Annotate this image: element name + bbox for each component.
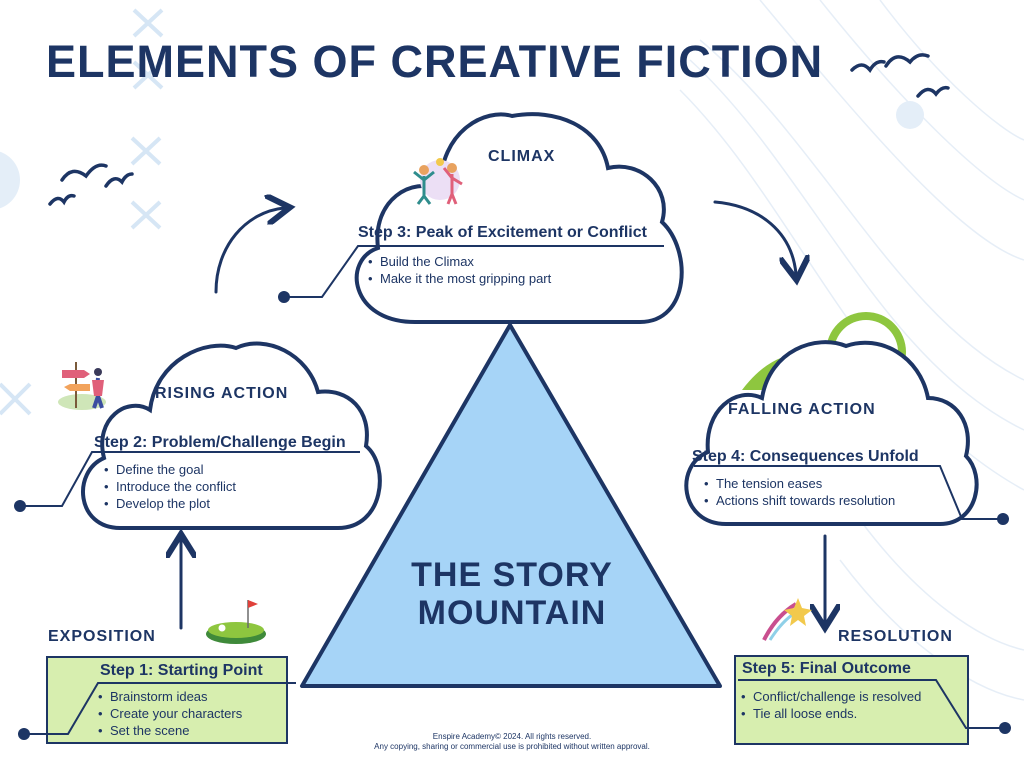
birds-icon — [48, 53, 950, 206]
resolution-bullets: Conflict/challenge is resolved Tie all l… — [741, 688, 921, 722]
falling-action-label: FALLING ACTION — [728, 401, 876, 418]
cross-pattern — [0, 8, 164, 416]
climax-bullet: Build the Climax — [368, 253, 551, 270]
copyright-line: Enspire Academy© 2024. All rights reserv… — [432, 732, 592, 741]
resolution-step-title: Step 5: Final Outcome — [742, 660, 911, 677]
arrow-rising-to-climax — [214, 208, 284, 294]
climax-bullet: Make it the most gripping part — [368, 270, 551, 287]
page-title: ELEMENTS OF CREATIVE FICTION — [46, 36, 824, 87]
climax-label: CLIMAX — [488, 148, 556, 165]
resolution-bullet: Tie all loose ends. — [741, 705, 921, 722]
climax-cloud — [354, 112, 684, 324]
story-mountain-label-line1: THE STORY — [411, 556, 613, 594]
shooting-star-icon — [762, 598, 812, 641]
story-mountain-triangle — [300, 323, 722, 688]
exposition-bullet: Brainstorm ideas — [98, 688, 242, 705]
story-mountain-label-line2: MOUNTAIN — [417, 594, 607, 632]
exposition-step-title: Step 1: Starting Point — [100, 662, 263, 679]
falling-action-step-title: Step 4: Consequences Unfold — [692, 448, 919, 465]
rising-action-step-title: Step 2: Problem/Challenge Begin — [94, 434, 346, 451]
usage-notice: Any copying, sharing or commercial use i… — [374, 742, 650, 751]
exposition-label: EXPOSITION — [48, 628, 156, 645]
resolution-label: RESOLUTION — [838, 628, 953, 645]
signpost-person-icon — [58, 362, 106, 410]
falling-action-bullets: The tension eases Actions shift towards … — [704, 475, 895, 509]
rising-action-bullet: Introduce the conflict — [104, 478, 236, 495]
story-mountain-label: THE STORY MOUNTAIN — [362, 556, 662, 632]
rising-action-bullet: Develop the plot — [104, 495, 236, 512]
rising-action-label: RISING ACTION — [155, 385, 289, 402]
climax-bullets: Build the Climax Make it the most grippi… — [368, 253, 551, 287]
copyright-footer: Enspire Academy© 2024. All rights reserv… — [312, 732, 712, 752]
arrow-climax-to-falling — [713, 200, 796, 274]
rising-action-bullets: Define the goal Introduce the conflict D… — [104, 461, 236, 512]
connector-lines — [22, 245, 1004, 735]
exposition-bullet: Set the scene — [98, 722, 242, 739]
climax-step-title: Step 3: Peak of Excitement or Conflict — [358, 224, 647, 241]
falling-action-bullet: Actions shift towards resolution — [704, 492, 895, 509]
falling-action-bullet: The tension eases — [704, 475, 895, 492]
flow-arrows — [181, 202, 825, 628]
connector-dots — [14, 291, 1011, 740]
golf-green-icon — [206, 600, 266, 644]
rising-action-bullet: Define the goal — [104, 461, 236, 478]
background-decoration — [0, 0, 1024, 701]
exposition-bullets: Brainstorm ideas Create your characters … — [98, 688, 242, 739]
exposition-bullet: Create your characters — [98, 705, 242, 722]
people-celebrating-icon — [413, 158, 463, 205]
resolution-bullet: Conflict/challenge is resolved — [741, 688, 921, 705]
